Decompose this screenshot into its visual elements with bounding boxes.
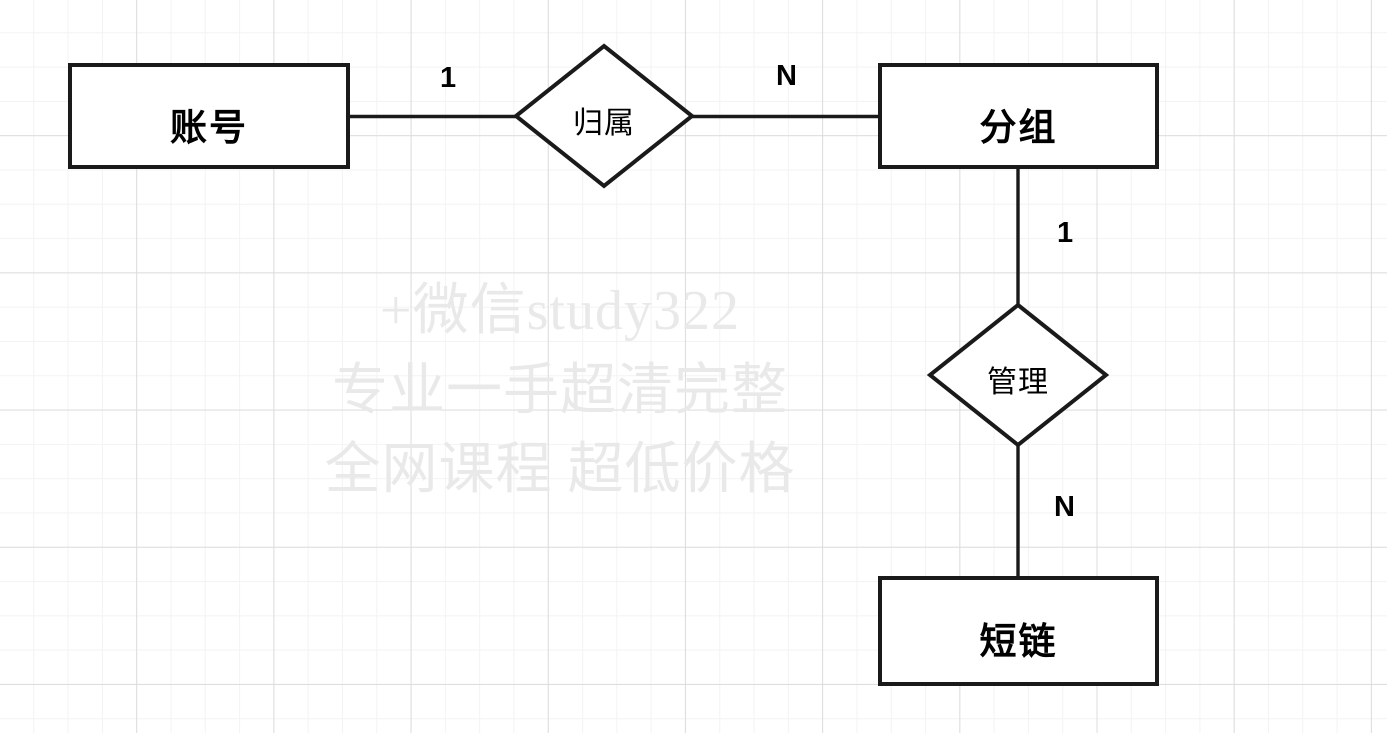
relationship-diamond-manages[interactable] [926, 302, 1110, 448]
cardinality-label-manages-shortlink: N [1054, 491, 1075, 523]
entity-label-shortlink: 短链 [979, 621, 1058, 662]
watermark: +微信study322 专业一手超清完整 全网课程 超低价格 [240, 272, 880, 511]
cardinality-label-account-belongs: 1 [440, 62, 457, 94]
entity-box-account[interactable] [68, 63, 350, 169]
watermark-line-3: 全网课程 超低价格 [324, 439, 796, 502]
relationship-diamond-belongs-to[interactable] [512, 43, 696, 189]
entity-box-shortlink[interactable] [878, 576, 1159, 686]
entity-box-group[interactable] [878, 63, 1159, 169]
watermark-line-2: 专业一手超清完整 [332, 359, 788, 422]
watermark-line-1: +微信study322 [380, 280, 740, 342]
entity-label-group: 分组 [979, 107, 1058, 148]
relationship-label-belongs-to: 归属 [573, 107, 635, 140]
entity-label-account: 账号 [170, 107, 248, 148]
cardinality-label-group-manages: 1 [1057, 217, 1074, 249]
cardinality-label-belongs-group: N [776, 60, 797, 92]
relationship-label-manages: 管理 [987, 366, 1049, 399]
